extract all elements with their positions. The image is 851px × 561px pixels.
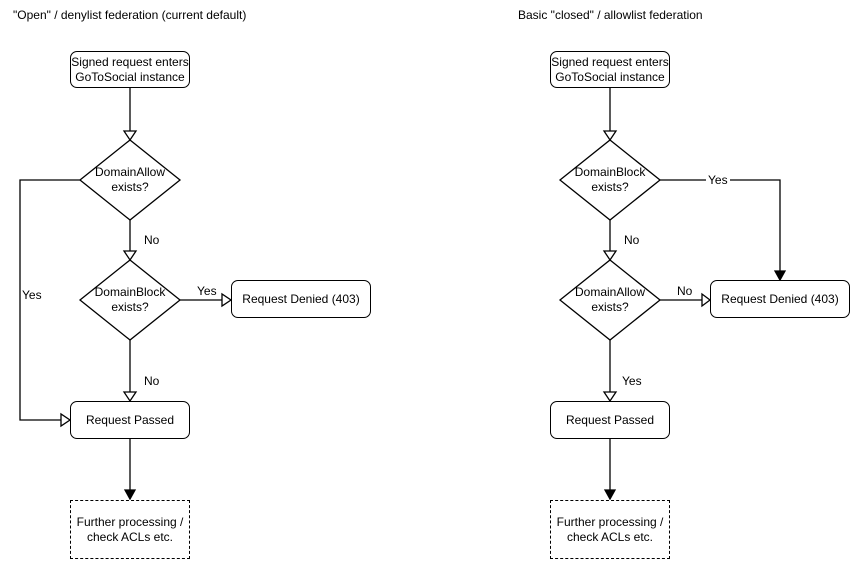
right-start-node: Signed request enters GoToSocial instanc… — [550, 51, 670, 88]
left-chart-title: "Open" / denylist federation (current de… — [13, 8, 247, 22]
left-edge-decision1-yes-to-passed — [19, 179, 80, 421]
left-passed-node: Request Passed — [70, 401, 190, 439]
left-arrowhead-decision2-open — [122, 250, 138, 262]
right-passed-node: Request Passed — [550, 401, 670, 439]
left-arrowhead-passed-open — [122, 391, 138, 403]
right-decision2-no-label: No — [677, 284, 693, 298]
left-further-node: Further processing / check ACLs etc. — [70, 500, 190, 559]
left-decision2-yes-label: Yes — [197, 284, 217, 298]
left-arrowhead-passed-side-open — [60, 412, 72, 428]
right-further-node: Further processing / check ACLs etc. — [550, 500, 670, 559]
left-start-node: Signed request enters GoToSocial instanc… — [70, 51, 190, 88]
left-denied-node: Request Denied (403) — [231, 280, 371, 318]
right-denied-node: Request Denied (403) — [710, 280, 850, 318]
left-arrowhead-further-solid — [123, 489, 137, 501]
left-decision2-label: DomainBlock exists? — [94, 285, 166, 314]
left-decision1-label: DomainAllow exists? — [94, 165, 166, 194]
right-decision2-yes-label: Yes — [622, 374, 642, 388]
left-arrowhead-decision1-open — [122, 130, 138, 142]
right-chart-title: Basic "closed" / allowlist federation — [518, 8, 703, 22]
right-arrowhead-decision1-open — [602, 130, 618, 142]
right-decision1-no-label: No — [624, 233, 640, 247]
left-decision1-no-label: No — [144, 233, 160, 247]
right-arrowhead-denied-side-open — [701, 292, 712, 308]
right-arrowhead-denied-top-solid — [773, 270, 787, 282]
right-decision2-label: DomainAllow exists? — [574, 285, 646, 314]
left-decision1-yes-label: Yes — [22, 288, 42, 302]
left-arrowhead-denied-open — [221, 292, 233, 308]
right-arrowhead-decision2-open — [602, 250, 618, 262]
right-decision1-label: DomainBlock exists? — [574, 165, 646, 194]
right-arrowhead-passed-open — [602, 391, 618, 403]
right-decision1-yes-label: Yes — [706, 173, 730, 187]
left-decision2-no-label: No — [144, 374, 160, 388]
right-arrowhead-further-solid — [603, 489, 617, 501]
right-edge-decision1-yes-to-denied — [660, 179, 781, 271]
